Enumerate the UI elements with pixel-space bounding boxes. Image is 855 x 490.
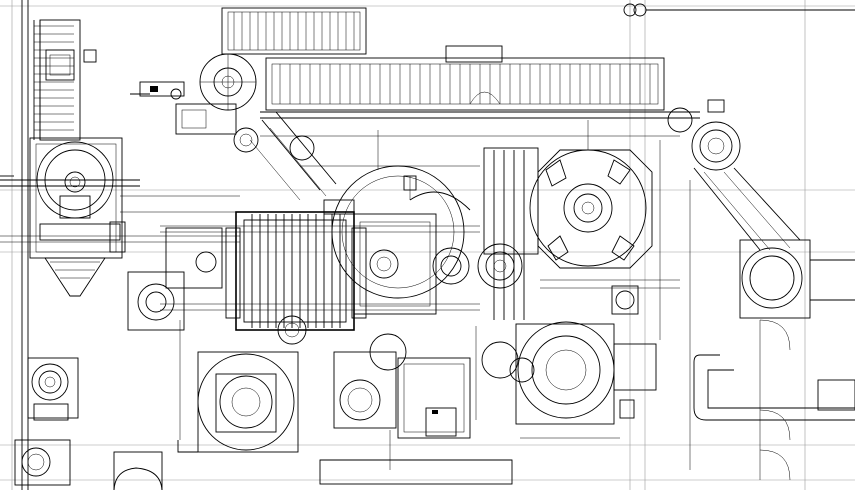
left-mid-pump <box>127 227 223 331</box>
right-diagonal-conveyor <box>667 99 855 319</box>
right-octagon-unit <box>529 120 653 315</box>
left-diagonal-chute <box>233 111 337 201</box>
top-conveyor-short <box>221 7 367 55</box>
valve-icon <box>623 3 855 17</box>
right-duct <box>693 319 855 481</box>
lower-left-vessel <box>177 351 299 453</box>
central-press <box>160 211 480 345</box>
lower-central-machine <box>319 333 513 485</box>
left-pump-lower <box>14 357 163 490</box>
connecting-pipes <box>120 140 691 470</box>
top-gear-unit <box>130 53 257 111</box>
upper-rail <box>0 103 700 177</box>
left-tank-upper <box>0 137 240 297</box>
central-piping <box>377 130 539 320</box>
top-conveyor-long <box>265 45 665 111</box>
lower-right-vessel <box>481 321 657 439</box>
left-vertical-conveyor <box>21 0 97 490</box>
central-vessels <box>323 165 523 315</box>
